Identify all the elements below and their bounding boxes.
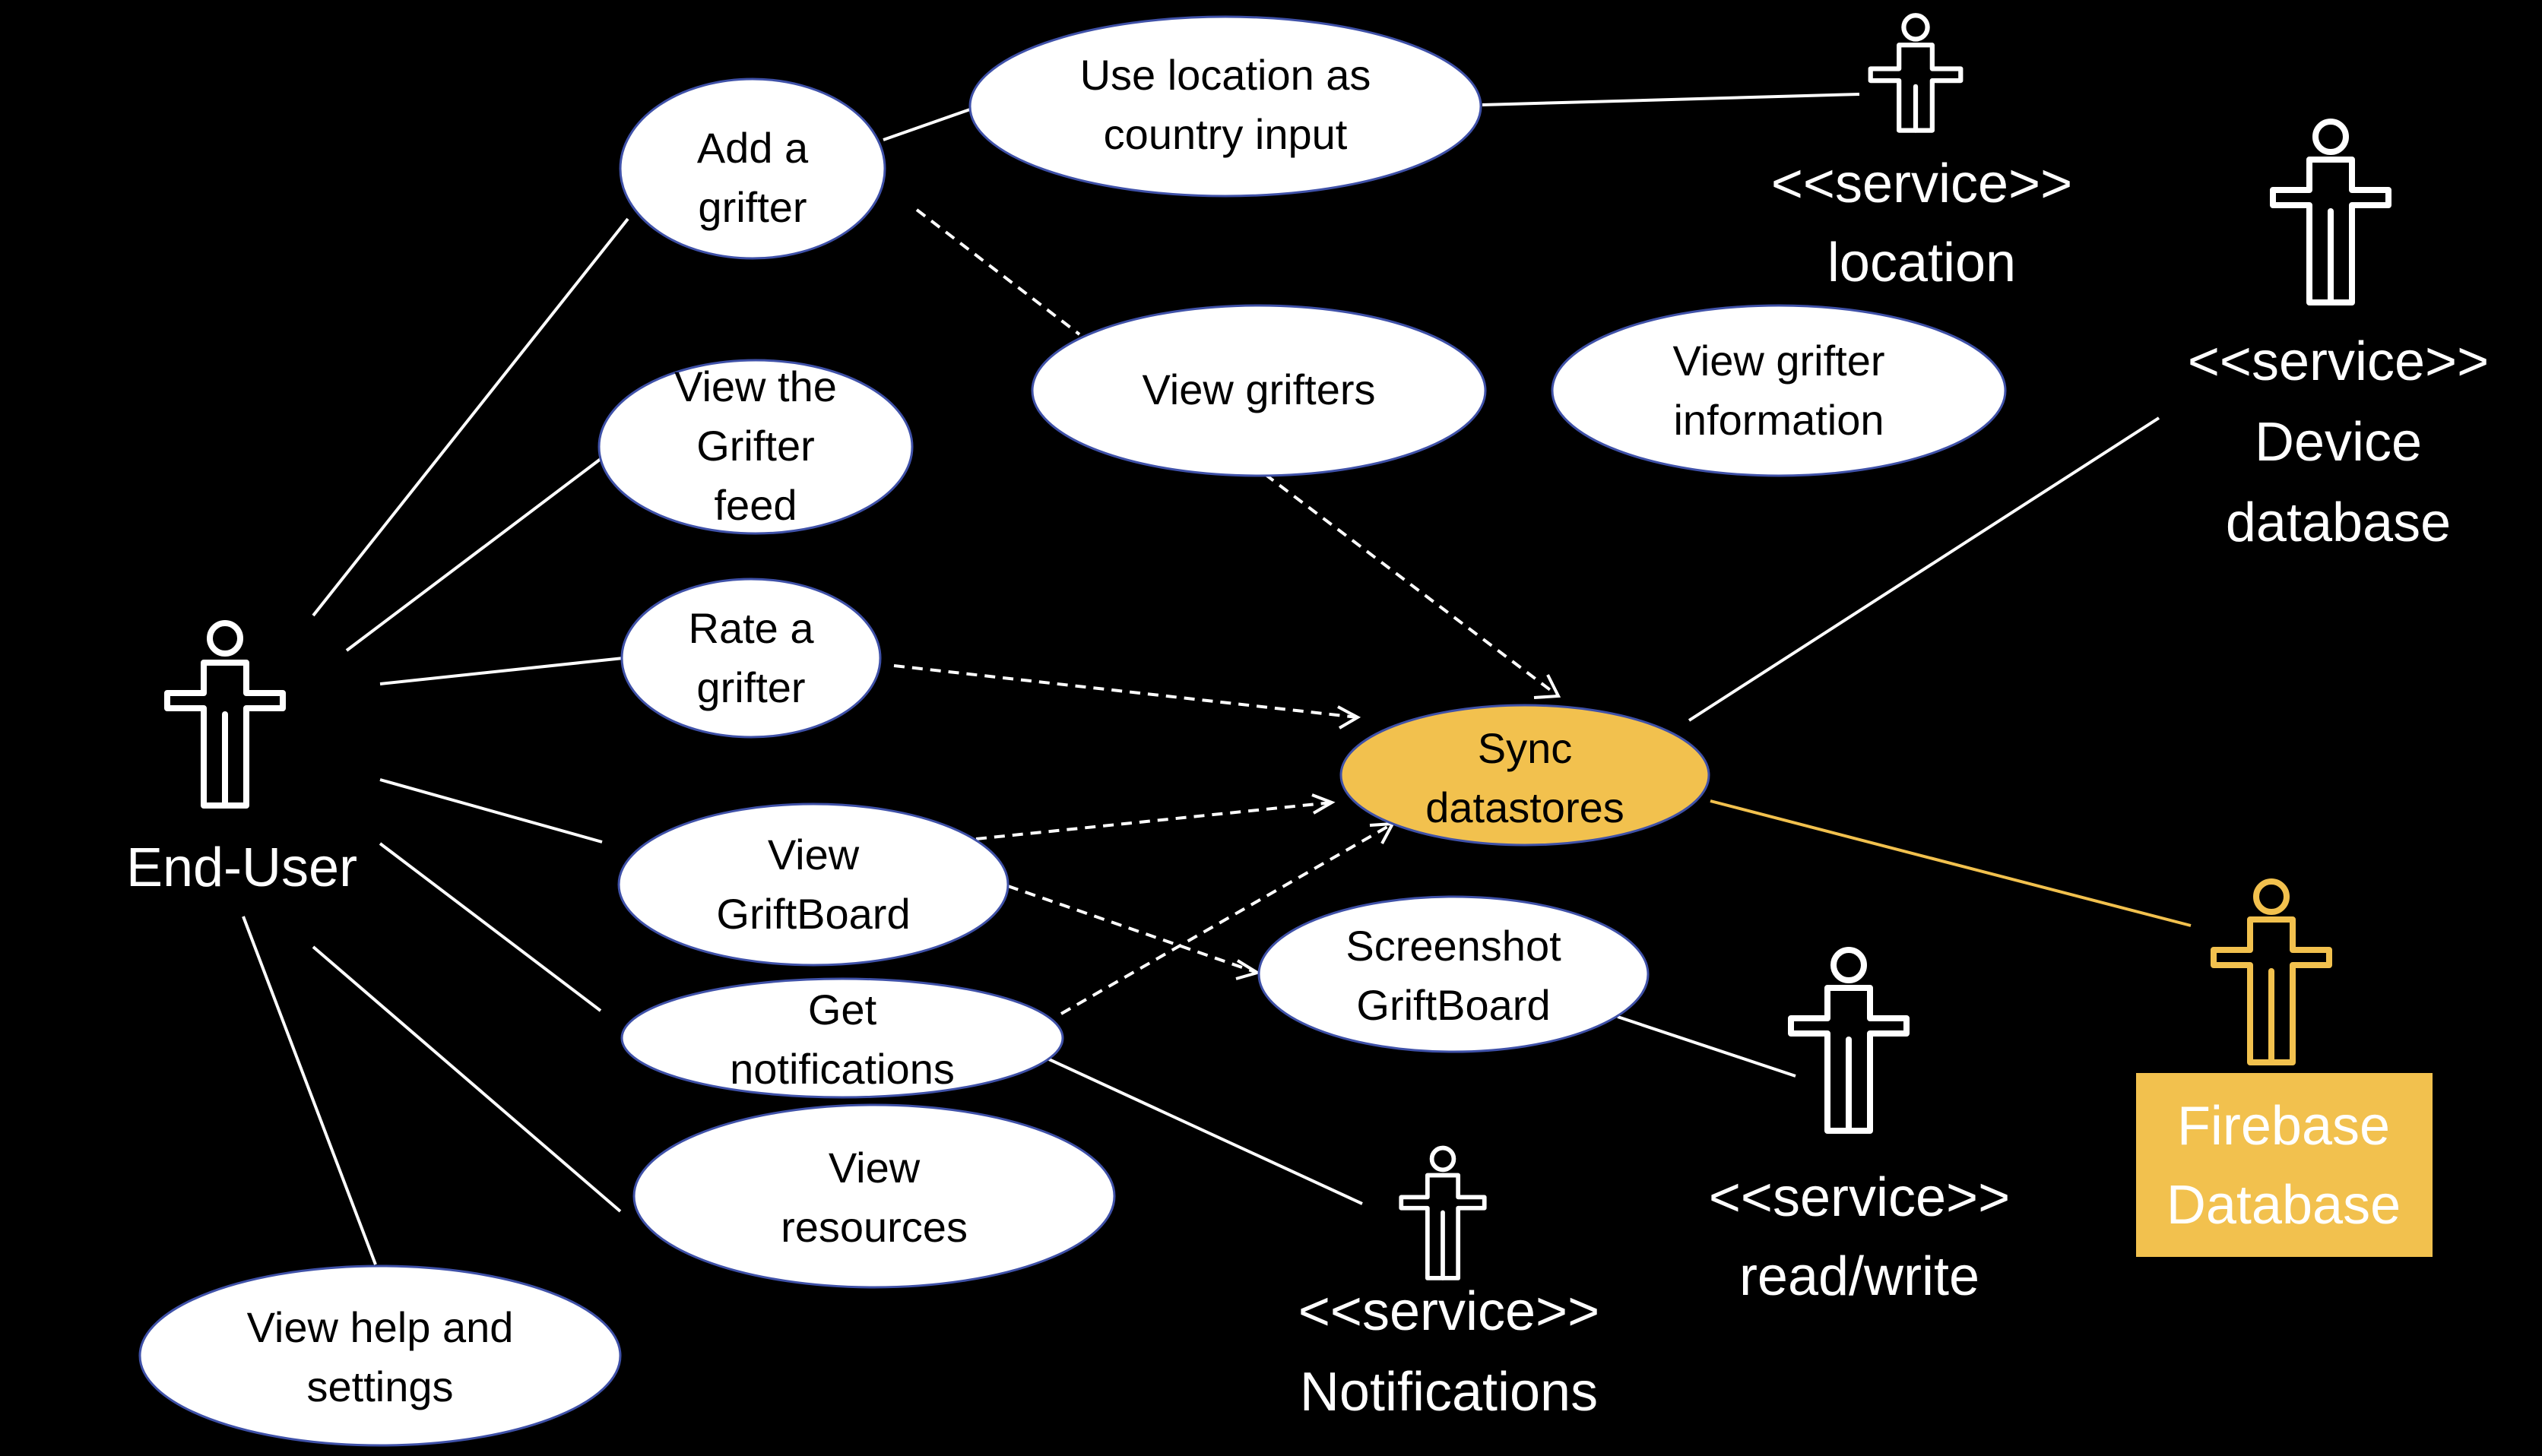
dep-view-grifters-sync: [1263, 473, 1560, 698]
actor-label-line: database: [2226, 492, 2451, 553]
actor-label-line: Database: [2166, 1175, 2401, 1236]
use-case-view-help[interactable]: View help and settings: [138, 1265, 622, 1447]
use-case-view-resources[interactable]: View resources: [632, 1103, 1116, 1289]
use-case-label-line: Rate a: [689, 604, 815, 652]
use-case-label-line: View grifter: [1672, 337, 1884, 385]
use-case-label-line: resources: [781, 1203, 968, 1251]
person-icon: [2270, 119, 2391, 305]
use-case-ellipse[interactable]: [138, 1265, 622, 1447]
use-case-label-line: Get: [808, 986, 877, 1033]
person-icon: [1399, 1145, 1487, 1280]
use-case-ellipse[interactable]: [597, 359, 914, 535]
use-case-ellipse[interactable]: [968, 15, 1482, 198]
use-case-ellipse[interactable]: [1257, 895, 1650, 1053]
assoc-add-grifter-use-location: [883, 108, 971, 141]
assoc-screenshot-read-write: [1617, 1015, 1796, 1078]
use-case-label-line: datastores: [1425, 783, 1624, 831]
use-case-get-notifications[interactable]: Get notifications: [620, 977, 1064, 1099]
use-case-label-line: Sync: [1478, 724, 1573, 772]
use-case-sync-datastores[interactable]: Sync datastores: [1339, 704, 1710, 847]
dep-notifications-sync: [1060, 822, 1393, 1015]
assoc-use-location-location-service: [1482, 93, 1860, 106]
actor-label-line: Device: [2255, 412, 2422, 473]
assoc-end-user-add-grifter: [312, 217, 629, 617]
assoc-end-user-view-griftboard: [379, 778, 603, 844]
use-case-ellipse[interactable]: [632, 1103, 1116, 1289]
person-icon: [2211, 878, 2332, 1065]
person-icon: [164, 620, 286, 809]
actor-label-line: location: [1827, 233, 2016, 293]
use-case-label-line: grifter: [696, 663, 805, 711]
use-case-add-grifter[interactable]: Add a grifter: [619, 78, 886, 260]
actor-device-database-service[interactable]: <<service>> Device database: [2188, 119, 2489, 553]
arrowhead-rate-grifter-sync: [1337, 705, 1361, 730]
use-case-screenshot-griftboard[interactable]: Screenshot GriftBoard: [1257, 895, 1650, 1053]
assoc-end-user-view-feed: [345, 457, 602, 652]
actor-label-line: Notifications: [1300, 1362, 1598, 1423]
dep-view-griftboard-sync: [975, 801, 1333, 840]
use-case-label-line: feed: [715, 481, 797, 529]
assoc-sync-firebase: [1710, 799, 2192, 927]
use-case-label-line: Use location as: [1080, 51, 1371, 99]
use-case-label-line: View the: [674, 362, 837, 410]
dep-add-grifter-view-grifters: [915, 208, 1081, 336]
actor-read-write-service[interactable]: <<service>> read/write: [1709, 947, 2010, 1307]
actor-label: End-User: [126, 837, 357, 898]
assoc-end-user-get-notifications: [379, 842, 602, 1012]
use-case-label-line: View grifters: [1142, 366, 1375, 413]
use-case-ellipse[interactable]: [1031, 304, 1487, 477]
arrowhead-view-griftboard-screenshot: [1235, 959, 1261, 980]
firebase-label-box: [2136, 1073, 2433, 1257]
use-case-use-location[interactable]: Use location as country input: [968, 15, 1482, 198]
use-case-view-feed[interactable]: View the Grifter feed: [597, 359, 914, 535]
use-case-label-line: settings: [307, 1363, 454, 1410]
actor-label-line: read/write: [1739, 1246, 1979, 1307]
assoc-sync-device-database: [1688, 416, 2160, 722]
use-case-label-line: Add a: [697, 124, 809, 172]
actor-firebase-database[interactable]: Firebase Database: [2136, 878, 2433, 1257]
person-icon: [1868, 13, 1964, 133]
use-case-view-grifters[interactable]: View grifters: [1031, 304, 1487, 477]
use-case-ellipse[interactable]: [617, 802, 1010, 967]
assoc-notifications-service: [1048, 1058, 1363, 1205]
arrowhead-view-griftboard-sync: [1311, 793, 1336, 815]
use-case-view-grifter-info[interactable]: View grifter information: [1551, 304, 2007, 477]
use-case-ellipse[interactable]: [1339, 704, 1710, 847]
use-case-view-griftboard[interactable]: View GriftBoard: [617, 802, 1010, 967]
dep-rate-grifter-sync: [893, 664, 1358, 719]
actor-label-line: <<service>>: [2188, 331, 2489, 392]
use-case-label-line: country input: [1104, 110, 1348, 158]
use-case-label-line: information: [1673, 396, 1884, 444]
use-case-label-line: GriftBoard: [1356, 981, 1550, 1029]
use-case-rate-grifter[interactable]: Rate a grifter: [620, 578, 882, 739]
use-case-label-line: notifications: [730, 1045, 955, 1093]
use-case-ellipse[interactable]: [1551, 304, 2007, 477]
use-case-label-line: Grifter: [696, 422, 815, 470]
use-case-label-line: View: [829, 1144, 921, 1192]
use-case-ellipse[interactable]: [620, 977, 1064, 1099]
associations: [242, 93, 2192, 1265]
actor-label-line: <<service>>: [1298, 1281, 1599, 1342]
assoc-end-user-view-help: [242, 916, 377, 1265]
actor-notifications-service[interactable]: <<service>> Notifications: [1298, 1145, 1599, 1423]
use-case-ellipse[interactable]: [619, 78, 886, 260]
person-icon: [1788, 947, 1910, 1134]
actor-label-line: <<service>>: [1771, 154, 2072, 214]
actor-label-line: <<service>>: [1709, 1167, 2010, 1228]
use-case-label-line: View: [768, 831, 860, 878]
use-case-ellipse[interactable]: [620, 578, 882, 739]
assoc-end-user-view-resources: [312, 945, 622, 1213]
actor-location-service[interactable]: <<service>> location: [1771, 13, 2072, 293]
use-case-label-line: Screenshot: [1345, 922, 1561, 970]
use-case-label-line: View help and: [247, 1303, 514, 1351]
use-case-label-line: GriftBoard: [716, 890, 910, 938]
dep-view-griftboard-screenshot: [1007, 885, 1258, 974]
actor-label-line: Firebase: [2177, 1096, 2390, 1157]
use-case-label-line: grifter: [698, 183, 807, 231]
actor-end-user[interactable]: End-User: [126, 620, 357, 898]
arrowhead-view-grifters-sync: [1533, 674, 1561, 699]
assoc-end-user-rate-grifter: [379, 657, 624, 685]
